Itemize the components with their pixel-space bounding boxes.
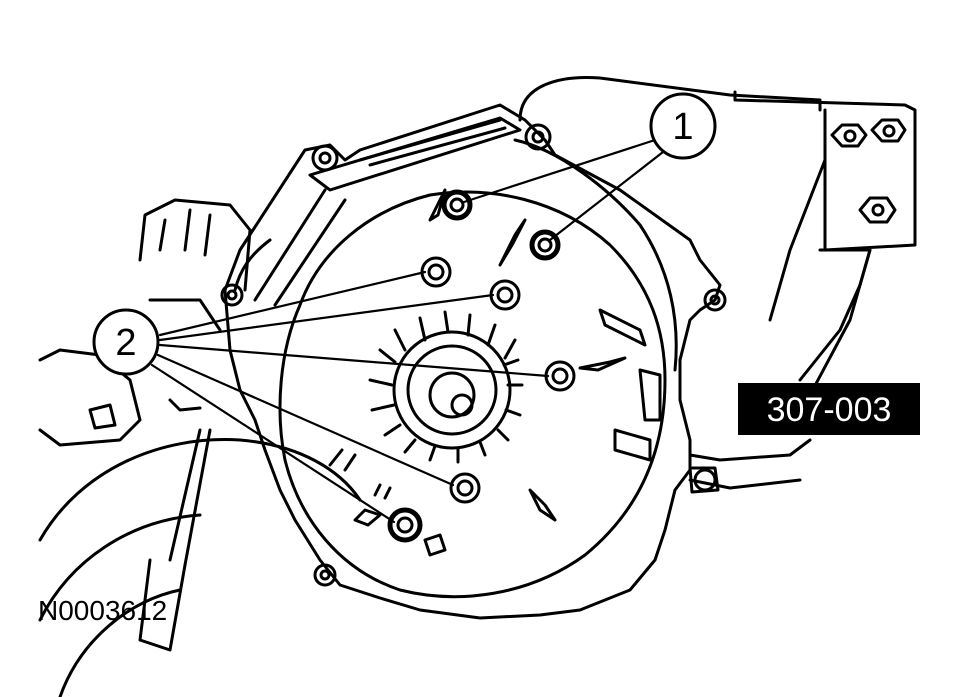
bracket-bolts xyxy=(830,118,907,224)
input-shaft-hub xyxy=(368,310,524,464)
bolt-left-mid xyxy=(420,256,452,288)
callout-1-leaders xyxy=(462,138,665,242)
bolt-upper-left xyxy=(441,189,473,221)
callout-2: 2 xyxy=(92,308,160,376)
bolt-lower-left xyxy=(387,507,423,543)
callout-1-number: 1 xyxy=(672,106,693,148)
bolt-upper-right xyxy=(529,229,561,261)
figure-id: N0003612 xyxy=(38,595,167,626)
housing-bolts xyxy=(387,189,720,557)
tool-tag-text: 307-003 xyxy=(767,391,892,429)
callout-2-leaders xyxy=(150,270,550,524)
bell-housing xyxy=(220,103,812,620)
bolt-center-top xyxy=(489,279,521,311)
casting-marks xyxy=(328,188,627,527)
bolt-lower-center xyxy=(449,472,481,504)
callout-2-number: 2 xyxy=(115,322,136,364)
bolt-right-lower xyxy=(688,466,720,494)
engine-block-outline xyxy=(518,76,917,397)
bolt-right-mid xyxy=(544,360,576,392)
left-components xyxy=(38,198,252,447)
tool-tag: 307-003 xyxy=(738,383,920,435)
callout-1: 1 xyxy=(649,92,717,160)
lower-left-disc xyxy=(38,428,362,697)
